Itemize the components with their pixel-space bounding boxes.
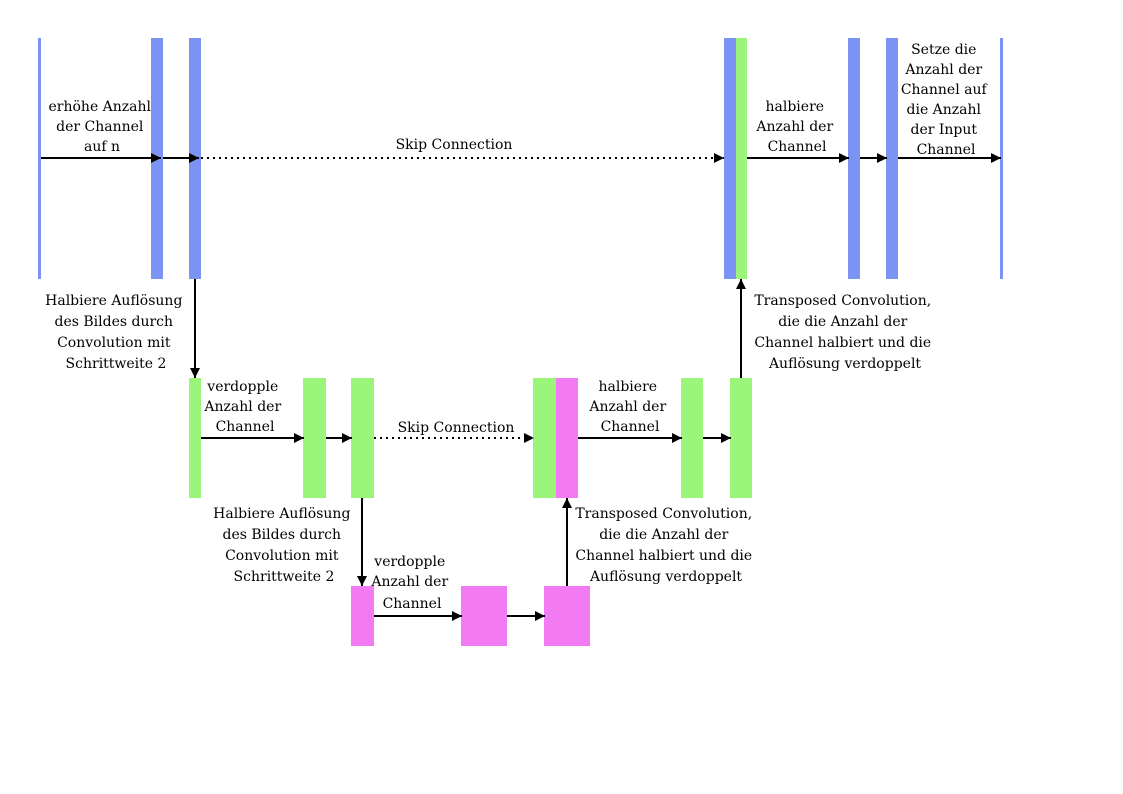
l3-block-b — [544, 586, 590, 646]
l1-input-layer — [38, 38, 41, 279]
l2-block-d — [730, 378, 752, 498]
l1-block-d — [886, 38, 898, 279]
l1-concat-blue — [724, 38, 736, 279]
label-increase-channels: erhöhe Anzahl der Channel auf n — [49, 99, 156, 155]
l2-concat-green — [533, 378, 556, 498]
label-skip-top: Skip Connection — [396, 137, 513, 153]
l2-concat-pink — [556, 378, 578, 498]
l1-output-layer — [1000, 38, 1003, 279]
l2-block-a — [303, 378, 326, 498]
l2-block-b — [351, 378, 374, 498]
l2-input-layer — [189, 378, 201, 498]
label-downsample-2: Halbiere Auflösung des Bildes durch Conv… — [213, 506, 355, 585]
label-set-input-channels: Setze die Anzahl der Channel auf die Anz… — [901, 42, 991, 158]
label-halve-top: halbiere Anzahl der Channel — [755, 99, 837, 155]
l1-concat-green — [736, 38, 747, 279]
l3-input-layer — [351, 586, 374, 646]
label-transposed-1: Transposed Convolution, die die Anzahl d… — [754, 293, 935, 372]
l2-block-c — [681, 378, 703, 498]
label-downsample-1: Halbiere Auflösung des Bildes durch Conv… — [45, 293, 187, 372]
label-skip-mid: Skip Connection — [398, 420, 515, 436]
label-transposed-2: Transposed Convolution, die die Anzahl d… — [575, 506, 756, 585]
label-double-bottom: verdopple Anzahl der Channel — [370, 554, 452, 612]
label-double-mid: verdopple Anzahl der Channel — [203, 379, 285, 435]
label-halve-mid: halbiere Anzahl der Channel — [588, 379, 670, 435]
l1-block-c — [848, 38, 860, 279]
l3-block-a — [461, 586, 507, 646]
